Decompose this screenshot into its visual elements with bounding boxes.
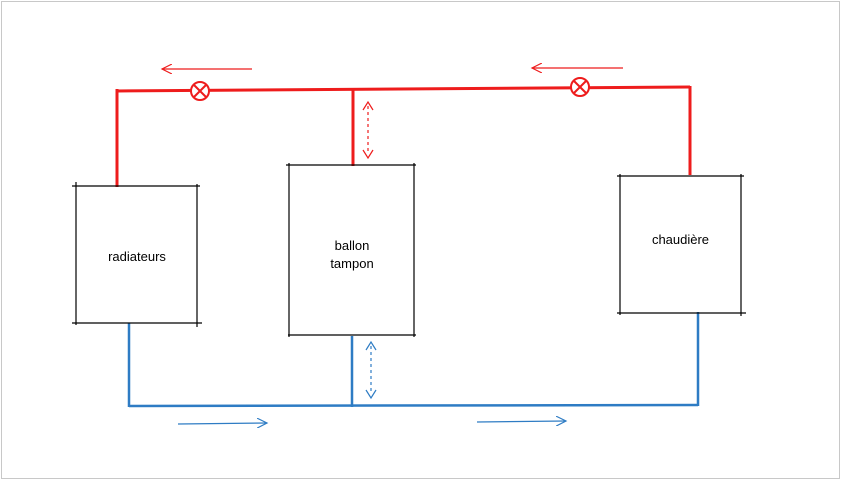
box-radiateurs: [72, 182, 202, 327]
arrowhead-up-hot: [362, 100, 374, 111]
arrowhead-down-hot: [362, 149, 374, 160]
hot-circuit: [115, 68, 692, 187]
box-ballon-tampon: [286, 163, 416, 337]
valve-icon-left: [190, 81, 210, 101]
arrowhead-down-cold: [365, 389, 377, 400]
hot-main-pipe: [116, 85, 691, 93]
arrowhead-up-cold: [365, 340, 377, 351]
flow-arrow-icon-cold-right: [476, 421, 566, 422]
label-radiateurs: radiateurs: [108, 249, 166, 264]
cold-main-pipe: [128, 403, 699, 408]
valve-icon-right: [570, 77, 590, 97]
cold-circuit: [127, 312, 700, 424]
box-chaudiere: [617, 174, 746, 316]
label-ballon-tampon: ballon tampon: [330, 238, 374, 271]
label-chaudiere: chaudière: [651, 232, 710, 247]
flow-arrow-icon-cold-left: [177, 423, 267, 424]
